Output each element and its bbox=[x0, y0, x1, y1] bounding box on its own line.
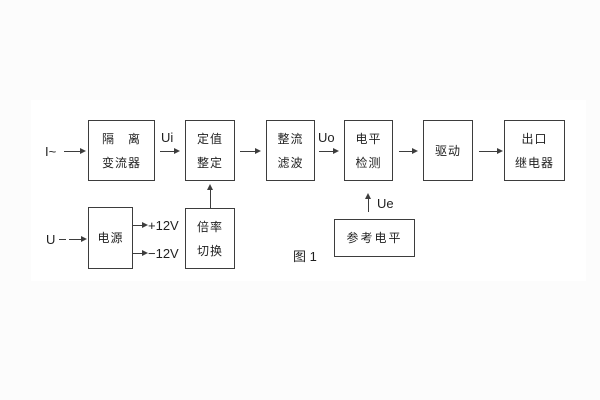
block-label: 参考电平 bbox=[346, 231, 403, 245]
block-label: 电平 bbox=[355, 131, 382, 146]
arrow-uo bbox=[319, 148, 339, 154]
block-ratio-switch: 倍率 切换 bbox=[185, 208, 235, 269]
block-label: 继电器 bbox=[514, 155, 554, 170]
block-label: 切换 bbox=[196, 243, 223, 258]
block-label: 驱动 bbox=[434, 143, 461, 158]
block-label: 检测 bbox=[355, 155, 382, 170]
block-label: 滤波 bbox=[277, 155, 304, 170]
block-value-setting: 定值 整定 bbox=[185, 120, 235, 181]
signal-label-ui: Ui bbox=[161, 130, 174, 145]
block-label: 倍率 bbox=[196, 219, 223, 234]
signal-label-input-voltage: U bbox=[46, 232, 56, 247]
figure-caption: 图 1 bbox=[293, 249, 317, 264]
arrow-setting-to-rectifier bbox=[240, 148, 261, 154]
arrow-ratio-to-setting bbox=[207, 184, 213, 208]
arrow-ue-reference-to-level bbox=[365, 193, 371, 212]
arrow-drive-to-relay bbox=[479, 148, 503, 154]
signal-label-input-current: I~ bbox=[45, 144, 57, 159]
block-power-supply: 电源 bbox=[88, 207, 133, 269]
block-level-detection: 电平 检测 bbox=[344, 120, 393, 181]
block-drive: 驱动 bbox=[423, 120, 473, 181]
arrow-minus12v bbox=[133, 250, 148, 256]
block-label: 整流 bbox=[277, 131, 304, 146]
signal-label-uo: Uo bbox=[318, 130, 335, 145]
block-label: 整定 bbox=[196, 155, 223, 170]
signal-label-minus12v: −12V bbox=[148, 246, 179, 261]
block-label: 变流器 bbox=[101, 155, 141, 170]
arrow-input-voltage bbox=[69, 236, 87, 242]
arrow-ui bbox=[160, 148, 180, 154]
signal-label-plus12v: +12V bbox=[148, 218, 179, 233]
block-output-relay: 出口 继电器 bbox=[504, 120, 565, 181]
arrow-input-voltage-dash bbox=[59, 239, 66, 240]
block-label: 出口 bbox=[521, 131, 548, 146]
signal-label-ue: Ue bbox=[377, 196, 394, 211]
block-rectifier-filter: 整流 滤波 bbox=[266, 120, 315, 181]
block-label: 隔 离 bbox=[101, 131, 141, 146]
arrow-input-current bbox=[64, 148, 86, 154]
arrow-level-to-drive bbox=[399, 148, 418, 154]
block-isolation-transformer: 隔 离 变流器 bbox=[88, 120, 155, 181]
block-label: 定值 bbox=[196, 131, 223, 146]
arrow-plus12v bbox=[133, 222, 148, 228]
block-label: 电源 bbox=[97, 231, 124, 245]
block-reference-level: 参考电平 bbox=[334, 219, 415, 257]
